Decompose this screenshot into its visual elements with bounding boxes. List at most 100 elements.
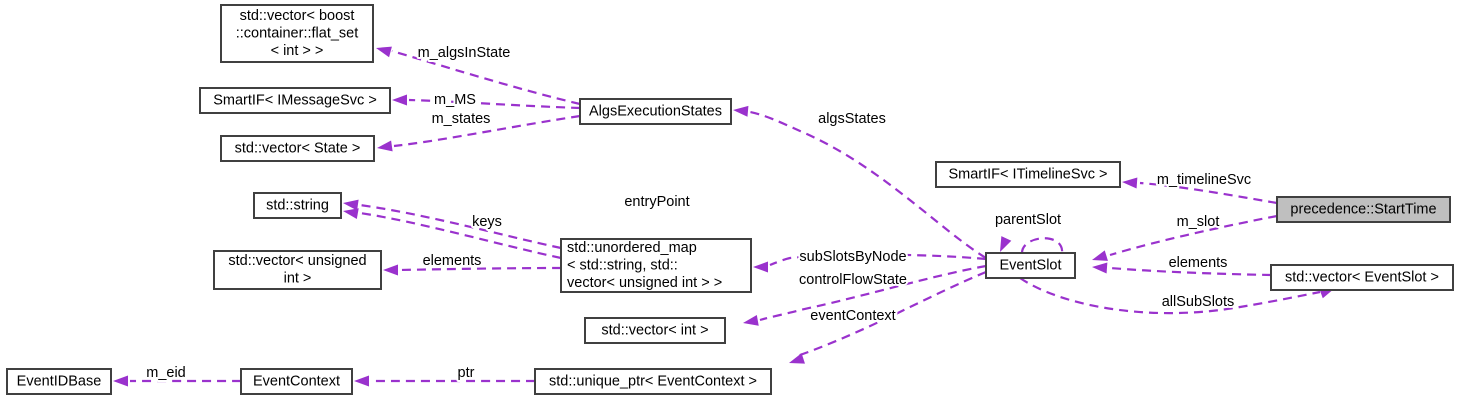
edge-mstates — [377, 114, 581, 152]
node-std-string[interactable]: std::string — [253, 192, 342, 219]
node-label-line: < int > > — [271, 43, 324, 59]
node-event-id-base[interactable]: EventIDBase — [6, 368, 112, 395]
node-box[interactable] — [220, 135, 375, 162]
node-box[interactable] — [1270, 264, 1454, 291]
edge-keys — [343, 208, 562, 260]
edge-label-halo: controlFlowState — [799, 272, 907, 288]
node-box[interactable] — [240, 368, 353, 395]
node-label-line: std::string — [266, 197, 329, 213]
edge-label-halo: allSubSlots — [1162, 294, 1235, 310]
node-box[interactable] — [1276, 196, 1451, 223]
node-label-line: precedence::StartTime — [1290, 201, 1436, 217]
edge-line — [749, 110, 987, 259]
edge-arrowhead — [383, 264, 398, 276]
node-label-line: SmartIF< ITimelineSvc > — [948, 166, 1107, 182]
node-label-line: EventSlot — [999, 257, 1061, 273]
node-box[interactable] — [935, 161, 1121, 188]
node-box[interactable] — [584, 317, 726, 344]
edge-label-halo: algsStates — [818, 111, 886, 127]
edge-mtimelinesvc — [1122, 177, 1278, 205]
edge-arrowhead — [343, 199, 359, 211]
node-label-line: int > — [284, 271, 312, 287]
node-box[interactable] — [220, 4, 374, 63]
node-label-line: std::vector< boost — [240, 8, 355, 24]
edge-arrowhead — [1092, 262, 1108, 274]
edge-label-halo: elements — [1169, 255, 1228, 271]
node-unordered-map[interactable]: std::unordered_map< std::string, std::ve… — [560, 238, 752, 293]
node-smartif-itimelinesvc[interactable]: SmartIF< ITimelineSvc > — [935, 161, 1121, 188]
node-label-line: EventIDBase — [17, 373, 102, 389]
node-smartif-imessagesvc[interactable]: SmartIF< IMessageSvc > — [199, 87, 391, 114]
node-label-line: std::vector< int > — [601, 322, 708, 338]
node-vec-flat-set[interactable]: std::vector< boost::container::flat_set<… — [220, 4, 374, 63]
edge-label-text: keys — [472, 214, 502, 230]
node-label-line: vector< unsigned int > > — [567, 275, 722, 291]
edge-line — [408, 98, 581, 110]
edge-line — [359, 203, 562, 250]
edge-label-text: m_slot — [1177, 214, 1220, 230]
node-vec-event-slot[interactable]: std::vector< EventSlot > — [1270, 264, 1454, 291]
node-algs-execution-states[interactable]: AlgsExecutionStates — [579, 98, 732, 125]
node-event-context[interactable]: EventContext — [240, 368, 353, 395]
edge-algsstates — [733, 105, 987, 259]
node-vec-state[interactable]: std::vector< State > — [220, 135, 375, 162]
edge-line — [359, 211, 562, 260]
edge-label-halo: parentSlot — [995, 212, 1061, 228]
node-box[interactable] — [213, 250, 382, 290]
edge-arrowhead — [376, 46, 392, 58]
node-box[interactable] — [985, 252, 1076, 279]
edge-label-text: m_MS — [434, 92, 476, 108]
node-label-line: std::vector< State > — [235, 140, 361, 156]
edge-label-halo: elements — [423, 253, 482, 269]
edge-label-halo: m_MS — [434, 92, 476, 108]
edge-entrypoint — [343, 199, 562, 250]
edge-elements_map — [383, 264, 562, 276]
node-label-line: AlgsExecutionStates — [589, 103, 722, 119]
edge-line — [759, 264, 987, 322]
node-label-line: std::unordered_map — [567, 240, 697, 256]
edge-subslotsbynode — [753, 253, 987, 273]
edge-label-halo: eventContext — [810, 308, 895, 324]
edge-label-halo: m_timelineSvc — [1157, 172, 1251, 188]
edge-arrowhead — [1122, 177, 1138, 189]
edge-arrowhead — [377, 140, 393, 152]
edge-label-halo: subSlotsByNode — [799, 249, 906, 265]
edge-label-text: m_timelineSvc — [1157, 172, 1251, 188]
node-vec-int[interactable]: std::vector< int > — [584, 317, 726, 344]
node-event-slot[interactable]: EventSlot — [985, 252, 1076, 279]
node-box[interactable] — [560, 238, 752, 293]
node-box[interactable] — [534, 368, 772, 395]
edge-line — [794, 270, 987, 363]
node-box[interactable] — [6, 368, 112, 395]
edge-line — [391, 49, 581, 106]
edge-arrowhead — [343, 208, 359, 220]
edge-eventcontext — [789, 270, 987, 364]
node-box[interactable] — [199, 87, 391, 114]
node-unique-ptr-event-context[interactable]: std::unique_ptr< EventContext > — [534, 368, 772, 395]
edge-algsinstate — [376, 46, 581, 106]
node-label-line: EventContext — [253, 373, 340, 389]
edge-line — [399, 266, 562, 272]
node-label-line: ::container::flat_set — [236, 25, 359, 41]
edge-label-text: allSubSlots — [1162, 294, 1235, 310]
node-precedence-starttime[interactable]: precedence::StartTime — [1276, 196, 1451, 223]
edge-line — [393, 114, 581, 148]
edge-label-halo: entryPoint — [624, 194, 689, 210]
node-box[interactable] — [253, 192, 342, 219]
node-label-line: SmartIF< IMessageSvc > — [213, 92, 377, 108]
edge-label-text: parentSlot — [995, 212, 1061, 228]
node-box[interactable] — [579, 98, 732, 125]
